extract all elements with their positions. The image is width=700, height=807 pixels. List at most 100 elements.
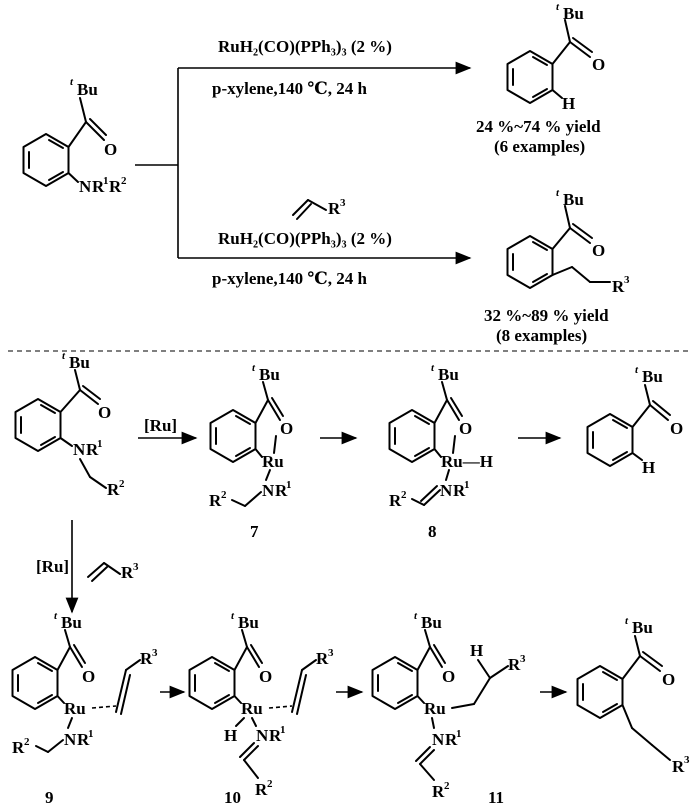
- yield-top: 24 %~74 % yield: [476, 117, 601, 136]
- svg-text:N: N: [256, 726, 269, 745]
- label-7: 7: [250, 522, 259, 541]
- svg-text:1: 1: [97, 438, 103, 450]
- svg-text:N: N: [79, 177, 92, 196]
- svg-text:Bu: Bu: [642, 367, 663, 386]
- svg-text:2: 2: [24, 736, 30, 748]
- mech-product-1: O t Bu H: [586, 364, 683, 477]
- svg-text:H: H: [642, 458, 655, 477]
- svg-text:O: O: [459, 419, 472, 438]
- svg-text:R: R: [121, 563, 134, 582]
- svg-text:H: H: [224, 726, 237, 745]
- compound-8: O t Bu Ru—H N R 1 R 2: [388, 362, 493, 510]
- svg-text:R: R: [92, 177, 105, 196]
- svg-text:Bu: Bu: [421, 613, 442, 632]
- svg-text:R: R: [255, 780, 268, 799]
- conditions-top: p-xylene,140 ℃, 24 h: [212, 79, 368, 98]
- svg-text:t: t: [635, 364, 639, 376]
- svg-text:Bu: Bu: [563, 190, 584, 209]
- svg-text:3: 3: [340, 197, 346, 209]
- svg-text:R: R: [453, 481, 466, 500]
- svg-text:R: R: [328, 199, 341, 218]
- svg-text:Bu: Bu: [77, 80, 98, 99]
- svg-text:t: t: [54, 610, 58, 622]
- svg-text:1: 1: [286, 479, 292, 491]
- svg-text:1: 1: [464, 479, 470, 491]
- product-top: O t Bu H: [506, 1, 605, 113]
- svg-text:[Ru]: [Ru]: [144, 416, 177, 435]
- svg-text:R: R: [432, 782, 445, 801]
- mech-alkene: R 3: [87, 561, 139, 582]
- svg-text:R: R: [672, 757, 685, 776]
- svg-text:R: R: [77, 730, 90, 749]
- compound-9: O t Bu Ru R 3 N R 1 R 2: [11, 610, 158, 757]
- mech-product-2: O t Bu R 3: [576, 615, 690, 776]
- svg-text:O: O: [592, 241, 605, 260]
- examples-bottom: (8 examples): [496, 326, 587, 345]
- label-10: 10: [224, 788, 241, 807]
- svg-text:O: O: [442, 667, 455, 686]
- svg-text:1: 1: [88, 728, 94, 740]
- svg-text:t: t: [625, 615, 629, 627]
- svg-text:N: N: [73, 440, 86, 459]
- svg-text:3: 3: [624, 274, 630, 286]
- compound-7: O t Bu Ru N R 1 R 2: [209, 362, 293, 510]
- svg-text:1: 1: [456, 728, 462, 740]
- svg-text:Bu: Bu: [563, 4, 584, 23]
- svg-text:H: H: [470, 641, 483, 660]
- svg-text:2: 2: [221, 489, 227, 501]
- reagent-top: RuH₂(CO)(PPh₃)₃ (2 %): [218, 37, 392, 56]
- svg-text:R: R: [612, 277, 625, 296]
- svg-text:3: 3: [133, 561, 139, 573]
- svg-text:R: R: [140, 649, 153, 668]
- label-9: 9: [45, 788, 54, 807]
- conditions-bottom: p-xylene,140 ℃, 24 h: [212, 269, 368, 288]
- svg-text:R: R: [209, 491, 222, 510]
- svg-text:2: 2: [401, 489, 407, 501]
- svg-text:Bu: Bu: [632, 618, 653, 637]
- svg-text:R: R: [445, 730, 458, 749]
- svg-text:1: 1: [280, 724, 286, 736]
- svg-text:R: R: [316, 649, 329, 668]
- svg-text:N: N: [64, 730, 77, 749]
- svg-text:R: R: [389, 491, 402, 510]
- mech-start: O t Bu N R 1 R 2: [14, 350, 125, 499]
- svg-text:O: O: [98, 403, 111, 422]
- svg-text:t: t: [556, 1, 560, 13]
- product-bottom: O t Bu R 3: [506, 187, 630, 296]
- svg-text:Ru: Ru: [424, 699, 446, 718]
- svg-text:N: N: [262, 481, 275, 500]
- svg-text:O: O: [662, 670, 675, 689]
- svg-text:t: t: [252, 362, 256, 374]
- reagent-bottom: RuH₂(CO)(PPh₃)₃ (2 %): [218, 229, 392, 248]
- svg-text:R: R: [109, 177, 122, 196]
- svg-text:t: t: [70, 76, 74, 88]
- label-11: 11: [488, 788, 504, 807]
- svg-text:N: N: [440, 481, 453, 500]
- oxygen-label: O: [104, 140, 117, 159]
- svg-text:N: N: [432, 730, 445, 749]
- svg-text:3: 3: [152, 647, 158, 659]
- svg-text:Ru: Ru: [241, 699, 263, 718]
- svg-text:Bu: Bu: [69, 353, 90, 372]
- svg-text:3: 3: [520, 653, 526, 665]
- svg-text:t: t: [231, 610, 235, 622]
- label-8: 8: [428, 522, 437, 541]
- svg-text:3: 3: [328, 647, 334, 659]
- svg-text:R: R: [86, 440, 99, 459]
- svg-text:2: 2: [444, 780, 450, 792]
- svg-text:R: R: [269, 726, 282, 745]
- svg-text:R: R: [107, 480, 120, 499]
- svg-text:2: 2: [119, 478, 125, 490]
- svg-text:H: H: [562, 94, 575, 113]
- svg-text:t: t: [62, 350, 66, 362]
- svg-text:O: O: [280, 419, 293, 438]
- examples-top: (6 examples): [494, 137, 585, 156]
- svg-text:R: R: [12, 738, 25, 757]
- svg-text:O: O: [259, 667, 272, 686]
- starting-material-top: O t Bu N R 1 R 2: [22, 76, 127, 196]
- svg-text:Ru: Ru: [64, 699, 86, 718]
- svg-text:Ru: Ru: [262, 452, 284, 471]
- svg-text:[Ru]: [Ru]: [36, 557, 69, 576]
- compound-11: O t Bu Ru H R 3 N R 1 R 2: [371, 610, 526, 801]
